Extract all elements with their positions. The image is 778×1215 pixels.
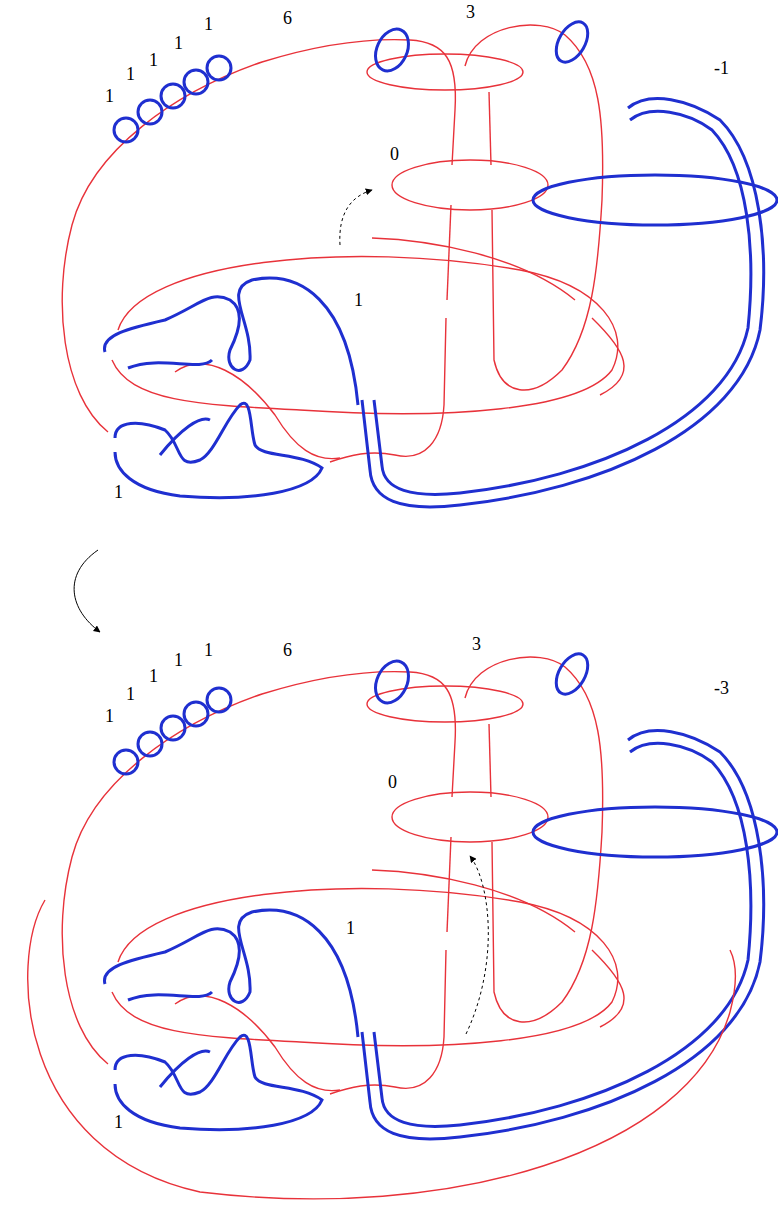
framing-coefficient: 1 <box>172 650 185 670</box>
move-arrow <box>74 550 100 632</box>
framing-coefficient: 1 <box>103 86 116 106</box>
framing-coefficient: 6 <box>281 8 294 28</box>
framing-coefficient: 1 <box>112 1112 125 1132</box>
framing-coefficient: 1 <box>124 64 137 84</box>
link-copy <box>62 16 777 506</box>
framing-coefficient: 0 <box>386 772 399 792</box>
framing-coefficient: -3 <box>712 678 731 698</box>
framing-coefficient: 1 <box>147 50 160 70</box>
framing-coefficient: 0 <box>388 144 401 164</box>
framing-coefficient: 1 <box>124 684 137 704</box>
framing-coefficient: 1 <box>202 640 215 660</box>
bottom-diagram <box>28 648 777 1198</box>
framing-coefficient: 3 <box>464 2 477 22</box>
move-arrow <box>74 550 100 632</box>
framing-coefficient: 1 <box>172 33 185 53</box>
framing-coefficient: 1 <box>103 706 116 726</box>
framing-coefficient: 6 <box>281 640 294 660</box>
top-diagram <box>62 16 777 506</box>
framing-coefficient: 3 <box>470 634 483 654</box>
framing-coefficient: 1 <box>352 290 365 310</box>
framing-coefficient: -1 <box>712 58 731 78</box>
framing-coefficient: 1 <box>147 666 160 686</box>
slide-arrow <box>466 856 488 1034</box>
two-handle-strand <box>28 900 736 1199</box>
slide-arrow <box>340 190 372 245</box>
framing-coefficient: 1 <box>202 14 215 34</box>
framing-coefficient: 1 <box>112 482 125 502</box>
link-copy <box>62 648 777 1138</box>
framing-coefficient: 1 <box>344 918 357 938</box>
